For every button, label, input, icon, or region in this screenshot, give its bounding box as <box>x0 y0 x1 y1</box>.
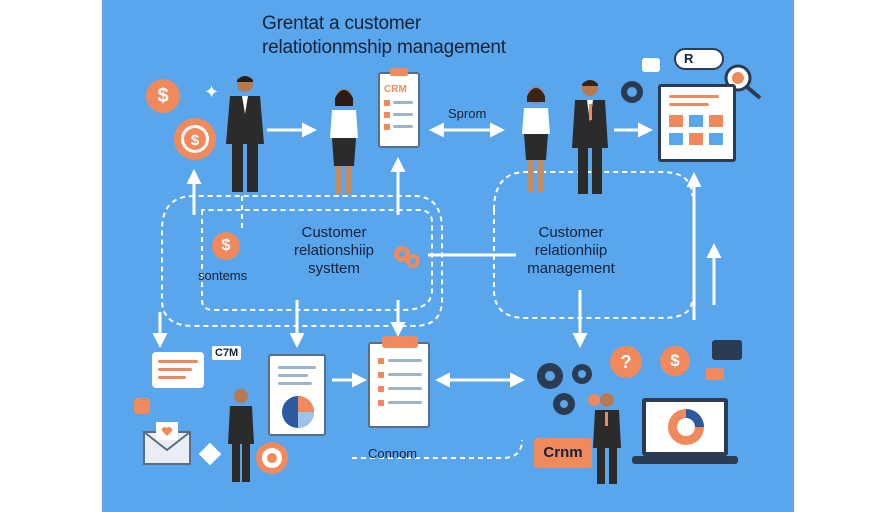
tag-icon <box>706 368 724 380</box>
crnm-badge: Crnm <box>534 438 592 468</box>
chat-bubble-small-icon <box>642 58 660 72</box>
r-bubble-text: R <box>684 51 694 66</box>
question-icon: ? <box>610 346 642 378</box>
person-woman-1 <box>330 89 358 194</box>
clipboard-crm-icon: CRM <box>378 68 420 148</box>
person-woman-2 <box>522 87 550 192</box>
diagram-canvas: Grentat a customer relatiotionmship mana… <box>102 0 794 512</box>
dollar-coin-icon: $ <box>146 79 180 113</box>
right-dashed-loop <box>493 171 693 211</box>
r-chat-bubble-icon: R <box>674 48 724 70</box>
chat-bubble-icon <box>152 352 204 388</box>
connom-label: Connom <box>368 446 418 461</box>
envelope-icon <box>143 422 191 465</box>
target-icon <box>256 442 288 474</box>
checklist-icon <box>368 336 430 428</box>
right-box-title: Customer relationhiip management <box>527 224 615 277</box>
svg-text:$: $ <box>191 132 200 149</box>
gear-icon <box>621 81 643 103</box>
sparkle-icon: ✦ <box>204 82 220 102</box>
chart-clipboard-icon <box>268 354 326 436</box>
message-icon <box>712 340 742 360</box>
crm-board-label: CRM <box>384 84 407 95</box>
gear-cluster-small-icon <box>394 246 420 268</box>
dollar-coin-small-icon: $ <box>212 232 240 260</box>
diagram-title-line1: Grentat a customer <box>262 13 422 34</box>
connector-layer <box>152 122 722 459</box>
sontems-label: sontems <box>198 268 248 283</box>
bottom-dashed <box>352 439 523 459</box>
sprom-label: Sprom <box>448 106 487 121</box>
dashboard-icon <box>658 84 736 162</box>
right-dashed-loop-2 <box>493 210 693 319</box>
gear-cluster-icon <box>537 363 600 415</box>
left-box-title: Customer relationshiip systtem <box>293 224 375 277</box>
dollar-coin-bottom-icon: $ <box>660 346 690 376</box>
c7m-tag: C7M <box>212 346 242 360</box>
clip <box>390 68 408 76</box>
person-man-1 <box>226 76 264 192</box>
gear-dollar-icon: $ <box>174 118 216 160</box>
left-inner-dashed <box>201 209 433 311</box>
small-square-icon <box>134 398 150 414</box>
person-man-3 <box>228 389 254 482</box>
laptop-donut-icon <box>632 398 738 464</box>
person-man-4 <box>593 393 621 484</box>
diagram-title-line2: relatiotionmship management <box>262 37 506 58</box>
left-dashed-loop <box>161 195 443 327</box>
person-man-2 <box>572 80 608 194</box>
